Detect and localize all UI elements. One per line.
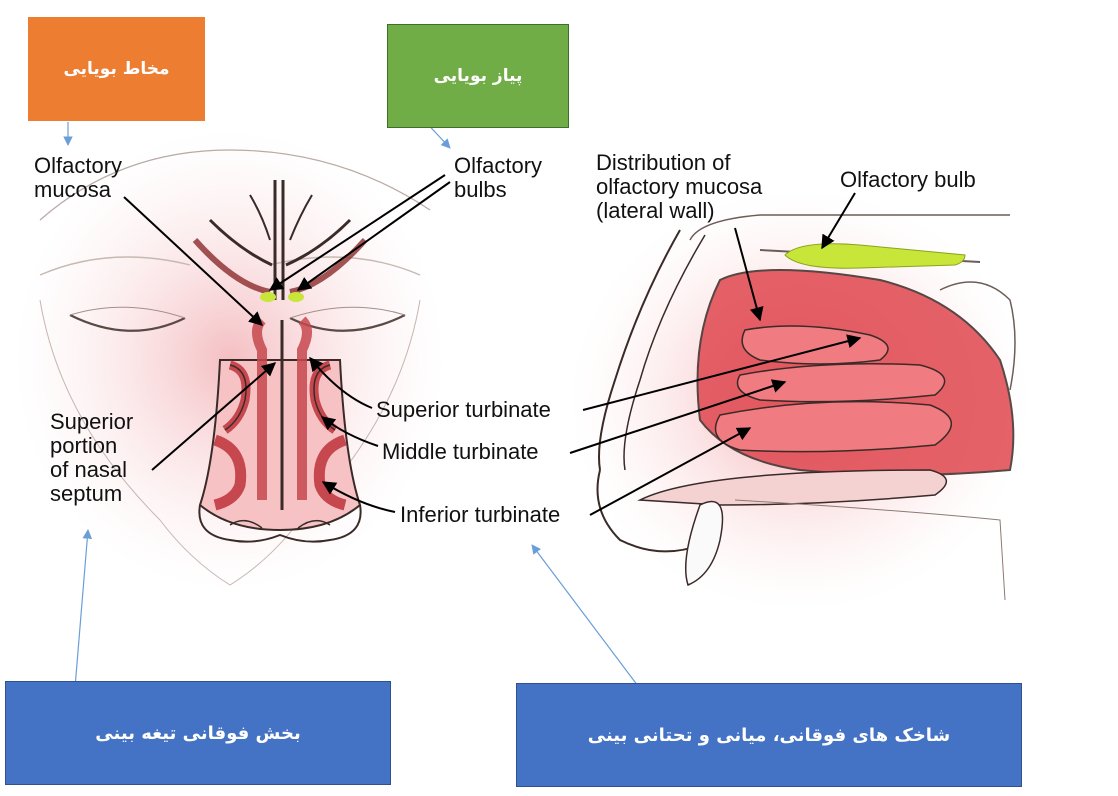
olfactory-bulb-box-text: پیاز بویایی <box>433 66 523 86</box>
distribution-line-1: Distribution of <box>596 150 731 175</box>
distribution-label: Distribution of olfactory mucosa (latera… <box>596 151 762 223</box>
septum-line-3: of nasal <box>50 457 128 482</box>
olfactory-bulb-lateral <box>784 243 966 269</box>
olfactory-mucosa-box-text: مخاط بویایی <box>63 59 170 79</box>
septum-box-text: بخش فوقانی تیغه بینی <box>95 722 301 744</box>
left-eye <box>69 314 186 332</box>
septum-line-1: Superior <box>50 409 134 434</box>
label-pointers <box>123 174 862 516</box>
olfactory-bulbs-line-1: Olfactory <box>454 153 543 178</box>
septum-line-4: septum <box>50 481 123 506</box>
distribution-line-2: olfactory mucosa <box>596 174 763 199</box>
olfactory-bulb-label: Olfactory bulb <box>840 167 976 192</box>
olfactory-mucosa-label: Olfactory mucosa <box>34 154 122 202</box>
middle-turbinate-label: Middle turbinate <box>382 439 539 464</box>
middle-turbinate-shape <box>736 363 946 403</box>
septum-line-2: portion <box>50 433 118 458</box>
turbinates-box: شاخک های فوقانی، میانی و تحتانی بینی <box>516 683 1022 787</box>
septum-box: بخش فوقانی تیغه بینی <box>5 681 391 785</box>
olfactory-bulb-left <box>260 292 276 302</box>
lateral-wall-illustration <box>570 190 1030 610</box>
superior-turbinate-label: Superior turbinate <box>376 397 551 422</box>
olfactory-mucosa-line-2: mucosa <box>34 177 112 202</box>
turbinates-box-text: شاخک های فوقانی، میانی و تحتانی بینی <box>587 724 951 746</box>
olfactory-bulb-box: پیاز بویایی <box>387 24 569 128</box>
olfactory-bulbs-label: Olfactory bulbs <box>454 154 542 202</box>
olfactory-bulb-right <box>288 292 304 302</box>
olfactory-bulbs-line-2: bulbs <box>454 177 507 202</box>
olfactory-mucosa-box: مخاط بویایی <box>28 17 205 121</box>
incisor <box>684 500 724 587</box>
distribution-line-3: (lateral wall) <box>596 198 715 223</box>
inferior-turbinate-shape <box>714 400 953 453</box>
nasal-septum-label: Superior portion of nasal septum <box>50 410 133 506</box>
olfactory-mucosa-line-1: Olfactory <box>34 153 123 178</box>
inferior-turbinate-label: Inferior turbinate <box>400 502 561 527</box>
